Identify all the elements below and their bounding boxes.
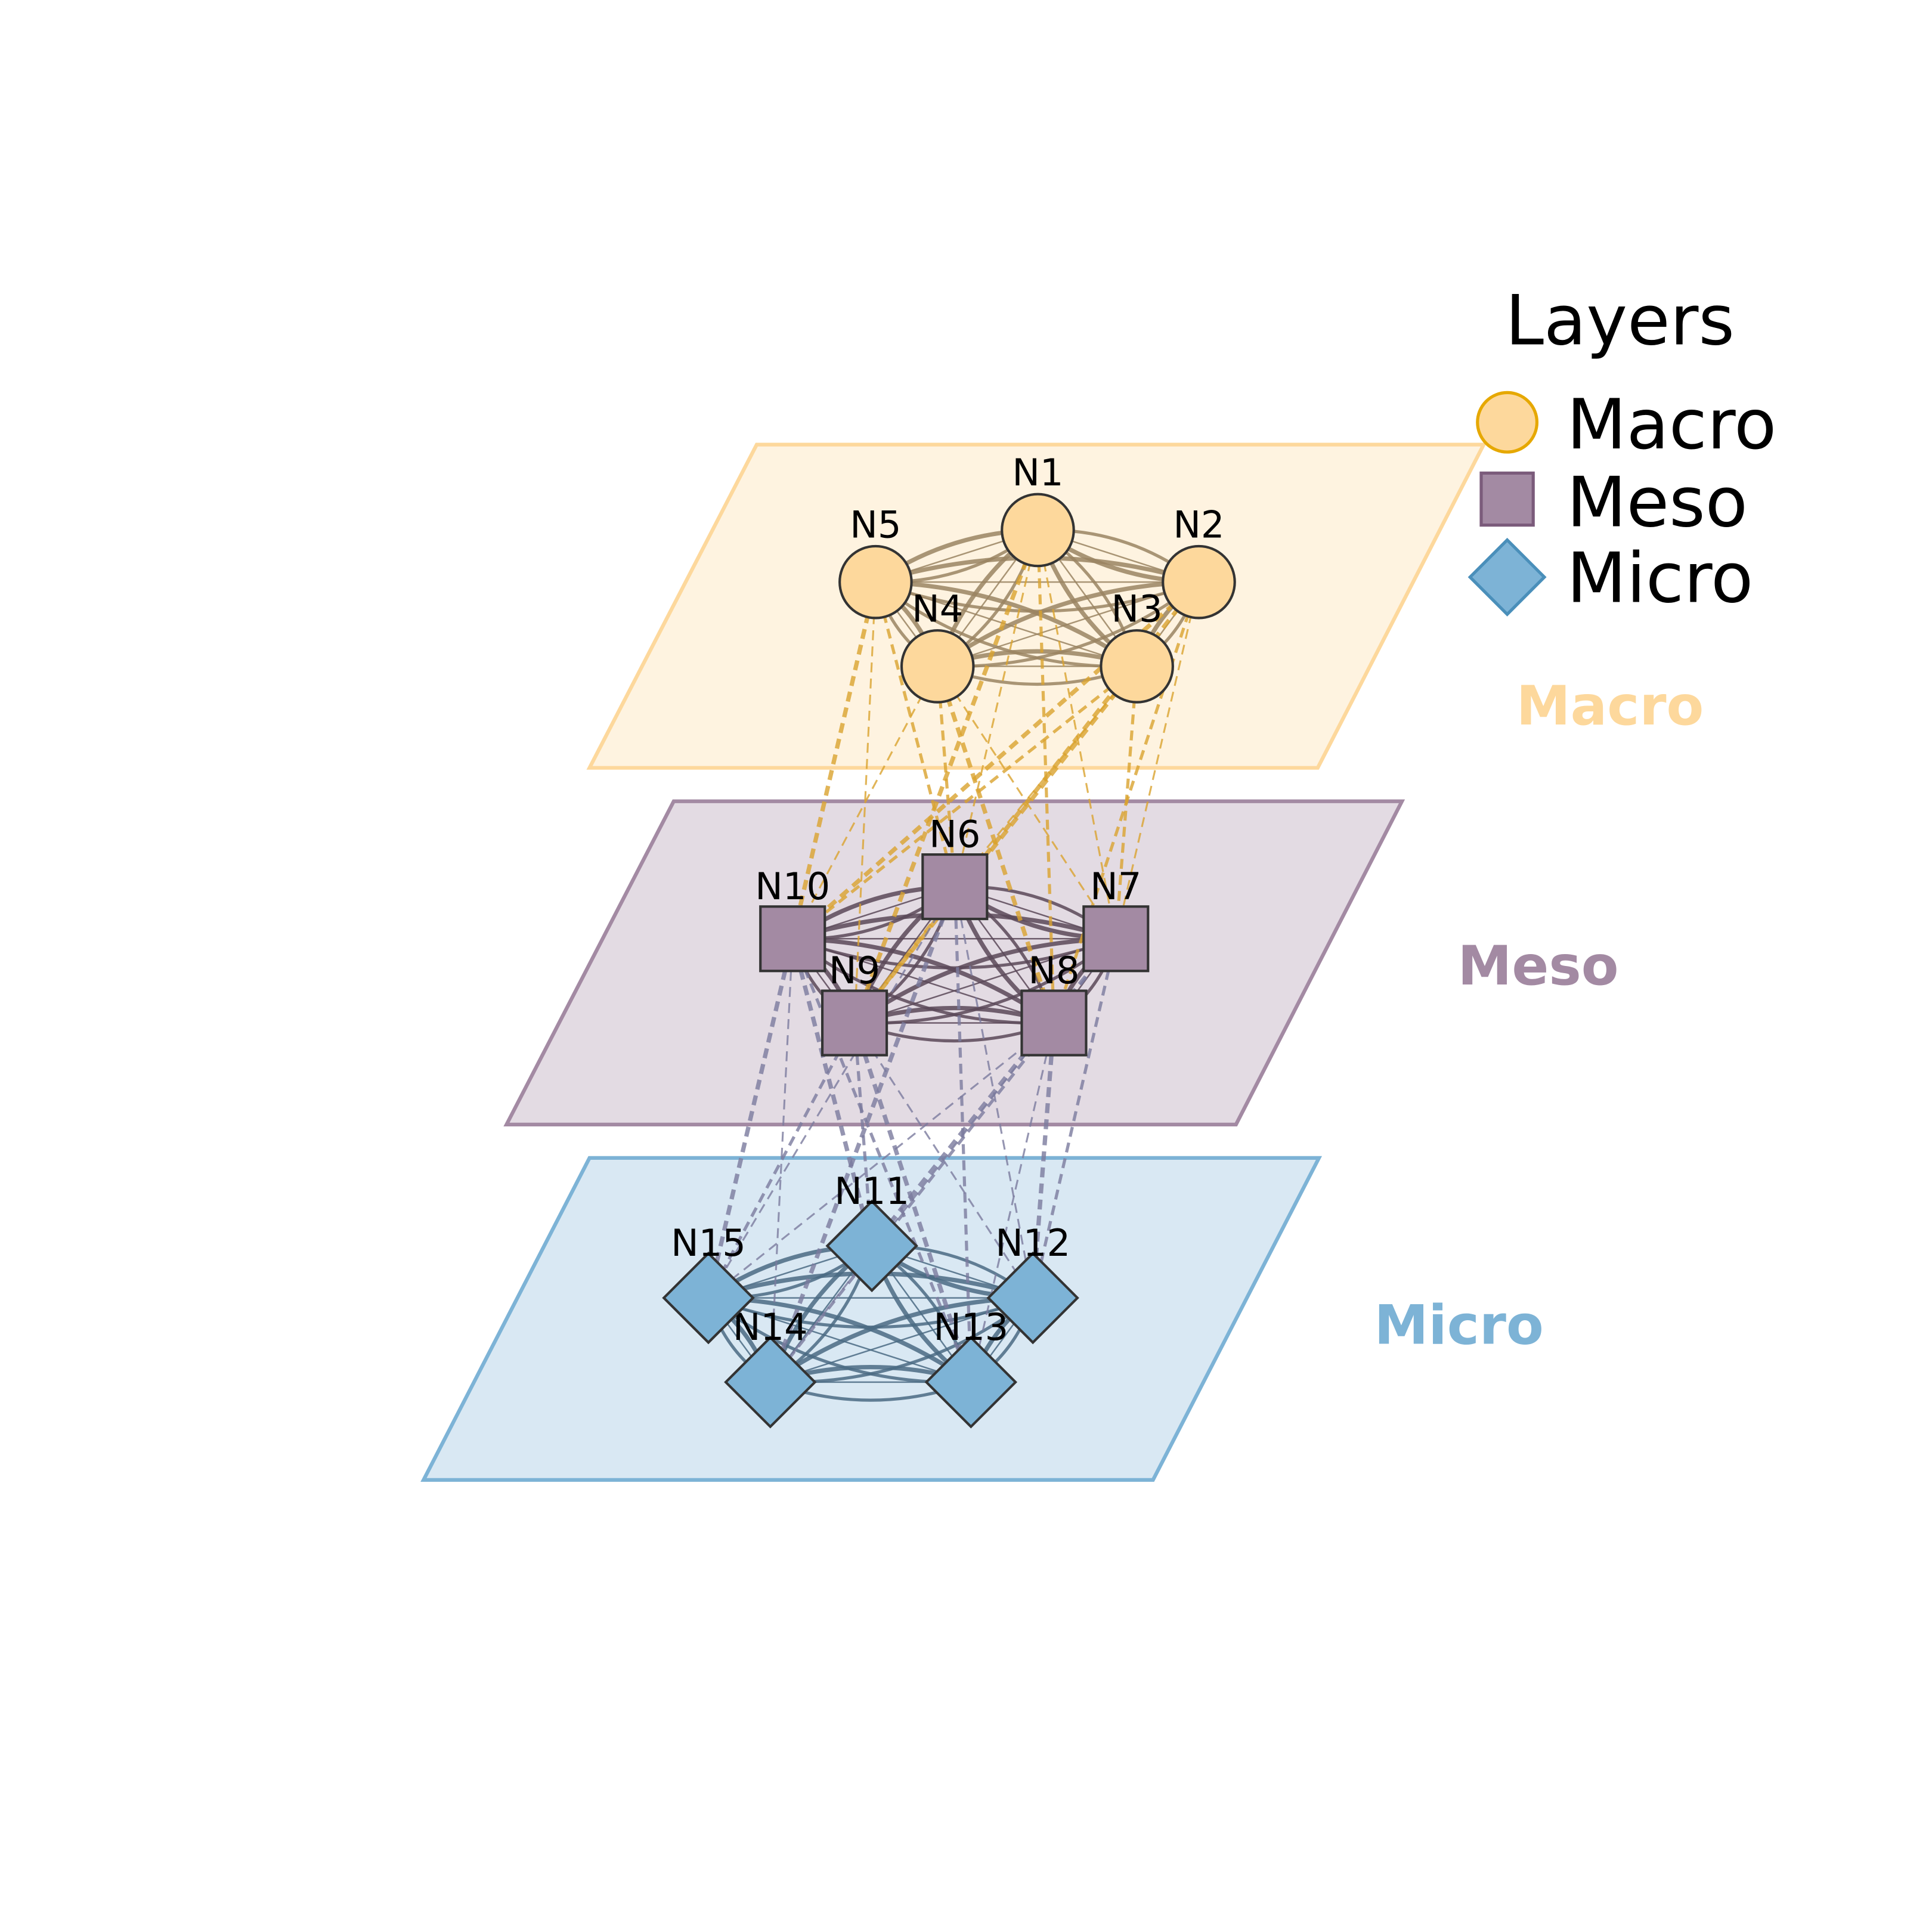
layer-plane-meso [503, 799, 1405, 1126]
inter-layer-edge [852, 1022, 973, 1383]
legend: Layers Macro Meso Micro [1467, 280, 1776, 618]
node-label: N13 [933, 1305, 1008, 1349]
intra-edge [875, 580, 1138, 668]
inter-layer-edge [853, 1022, 1034, 1299]
inter-layer-edge [1031, 938, 1117, 1299]
node-n6[interactable]: N6 [921, 813, 989, 921]
square-node-icon [1020, 989, 1088, 1057]
inter-layer-edge [1030, 1023, 1057, 1298]
node-n10[interactable]: N10 [755, 865, 830, 973]
layer-plane-micro [420, 1156, 1323, 1482]
diamond-node-icon [724, 1336, 817, 1429]
inter-layer-edge [936, 665, 1117, 940]
inter-layer-edge [790, 938, 874, 1247]
layer-label-macro: Macro [1516, 674, 1704, 738]
square-node-icon [921, 853, 989, 921]
node-n12[interactable]: N12 [986, 1221, 1079, 1345]
node-label: N2 [1173, 503, 1224, 546]
layer-plane-macro [586, 442, 1487, 770]
node-label: N9 [829, 949, 880, 992]
layer-label-micro: Micro [1374, 1293, 1543, 1357]
layer-label-meso: Meso [1457, 934, 1618, 998]
node-label: N8 [1028, 949, 1079, 992]
node-n15[interactable]: N15 [662, 1221, 755, 1345]
inter-layer-edge [1114, 666, 1139, 939]
node-n5[interactable]: N5 [838, 503, 913, 620]
legend-label-micro: Micro [1566, 538, 1753, 618]
inter-layer-edge [708, 1022, 1055, 1299]
node-label: N5 [850, 503, 901, 546]
node-label: N11 [834, 1169, 909, 1213]
node-label: N12 [995, 1221, 1070, 1265]
node-label: N3 [1111, 587, 1162, 631]
legend-label-macro: Macro [1566, 385, 1776, 465]
node-label: N6 [929, 813, 980, 856]
legend-square-icon [1479, 471, 1535, 527]
circle-node-icon [838, 544, 913, 620]
node-label: N4 [912, 587, 963, 631]
inter-layer-edge [935, 665, 1056, 1024]
inter-layer-edge [953, 886, 1034, 1298]
square-node-icon [759, 905, 826, 973]
inter-layer-edge [769, 939, 794, 1382]
inter-layer-edge [1114, 581, 1200, 939]
inter-layer-edge [953, 530, 1039, 887]
node-n9[interactable]: N9 [821, 949, 888, 1057]
inter-layer-edge [706, 938, 795, 1299]
node-n2[interactable]: N2 [1162, 503, 1236, 620]
inter-layer-edge [852, 529, 1040, 1024]
diamond-node-icon [825, 1199, 918, 1293]
node-n14[interactable]: N14 [724, 1305, 817, 1429]
square-node-icon [1082, 905, 1150, 973]
diamond-node-icon [662, 1251, 755, 1345]
legend-label-meso: Meso [1566, 463, 1748, 543]
inter-layer-edge [970, 1023, 1055, 1383]
legend-circle-icon [1476, 391, 1539, 454]
node-label: N15 [671, 1221, 746, 1265]
inter-layer-edge [1036, 530, 1117, 939]
circle-node-icon [900, 629, 975, 704]
inter-layer-edge [769, 1021, 1055, 1383]
node-label: N14 [733, 1305, 808, 1349]
inter-layer-edge [874, 581, 956, 887]
diamond-node-icon [924, 1336, 1018, 1429]
intra-edge [708, 1297, 971, 1383]
legend-diamond-icon [1467, 537, 1547, 617]
inter-layer-edge [790, 581, 878, 940]
circle-node-icon [1162, 544, 1236, 620]
legend-title: Layers [1505, 280, 1735, 361]
intra-edge [936, 580, 1199, 668]
intra-edge [874, 581, 1137, 668]
inter-layer-edge [707, 1022, 856, 1299]
node-n3[interactable]: N3 [1100, 587, 1174, 704]
node-n13[interactable]: N13 [924, 1305, 1018, 1429]
circle-node-icon [1001, 493, 1075, 568]
node-n8[interactable]: N8 [1020, 949, 1088, 1057]
intra-edge [792, 938, 1054, 1024]
inter-layer-edge [853, 582, 877, 1023]
node-label: N10 [755, 865, 830, 908]
inter-layer-edge [853, 665, 1139, 1024]
square-node-icon [821, 989, 888, 1057]
inter-layer-edge [768, 886, 957, 1383]
node-n11[interactable]: N11 [825, 1169, 918, 1293]
intra-edge [875, 581, 1137, 667]
diamond-node-icon [986, 1251, 1079, 1345]
node-n4[interactable]: N4 [900, 587, 975, 704]
inter-layer-edge [791, 665, 1138, 940]
node-label: N1 [1012, 451, 1063, 494]
node-n1[interactable]: N1 [1001, 451, 1075, 568]
inter-layer-edge [791, 665, 939, 940]
circle-node-icon [1100, 629, 1174, 704]
node-n7[interactable]: N7 [1082, 865, 1150, 973]
node-label: N7 [1090, 865, 1141, 908]
